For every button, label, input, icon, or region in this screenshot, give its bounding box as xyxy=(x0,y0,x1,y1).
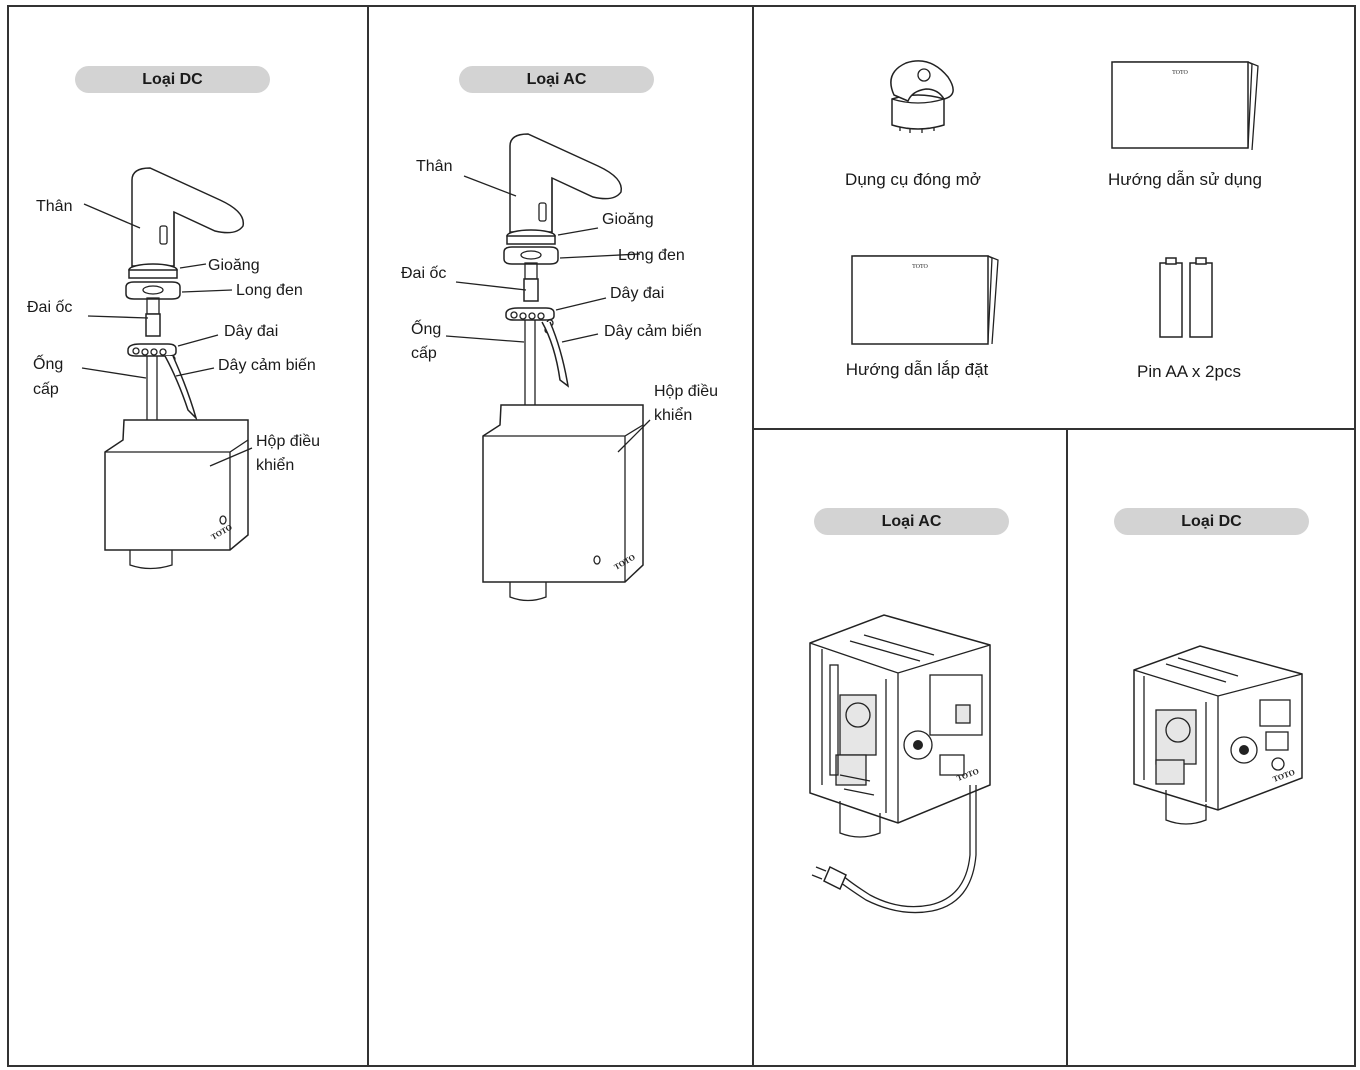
dc-label-box-1: Hộp điều xyxy=(256,433,321,450)
divider-4 xyxy=(1066,428,1068,1067)
ac-label-box-2: khiển xyxy=(654,407,693,424)
type-pill-ac: Loại AC xyxy=(459,66,654,93)
divider-1 xyxy=(367,5,369,1067)
install-manual-brand: TOTO xyxy=(912,264,928,270)
dc-label-strap: Dây đai xyxy=(224,323,279,340)
tool-icon xyxy=(890,60,954,133)
type-pill-ac-box: Loại AC xyxy=(814,508,1009,535)
tool-caption: Dụng cụ đóng mở xyxy=(845,170,981,189)
ac-label-pipe-1: Ống xyxy=(411,321,442,338)
ac-control-box-drawing: TOTO xyxy=(809,614,991,914)
outer-frame xyxy=(7,5,1356,1067)
dc-label-nut: Đai ốc xyxy=(27,299,73,316)
dc-label-pipe-1: Ống xyxy=(33,356,64,373)
battery-caption: Pin AA x 2pcs xyxy=(1137,362,1241,381)
ac-label-nut: Đai ốc xyxy=(401,265,447,282)
divider-3 xyxy=(752,428,1356,430)
ac-faucet-drawing: TOTO xyxy=(445,133,651,602)
type-pill-dc: Loại DC xyxy=(75,66,270,93)
ac-label-gasket: Gioăng xyxy=(602,211,654,228)
ac-label-strap: Dây đai xyxy=(610,285,665,302)
dc-label-gasket: Gioăng xyxy=(208,257,260,274)
dc-label-box-2: khiển xyxy=(256,457,295,474)
ac-label-washer: Long đen xyxy=(618,247,685,264)
user-manual-brand: TOTO xyxy=(1172,70,1188,76)
dc-label-sensor-cable: Dây cảm biến xyxy=(218,357,316,374)
divider-2 xyxy=(752,5,754,1067)
user-manual-icon: TOTO xyxy=(1111,61,1259,151)
install-manual-caption: Hướng dẫn lắp đặt xyxy=(845,360,989,379)
ac-label-box-1: Hộp điều xyxy=(654,383,719,400)
ac-label-pipe-2: cấp xyxy=(411,345,437,362)
install-manual-icon: TOTO xyxy=(851,255,999,345)
ac-label-body: Thân xyxy=(416,158,453,175)
dc-label-pipe-2: cấp xyxy=(33,381,59,398)
type-pill-dc-box: Loại DC xyxy=(1114,508,1309,535)
user-manual-caption: Hướng dẫn sử dụng xyxy=(1108,170,1262,189)
dc-faucet-drawing: TOTO xyxy=(81,167,253,570)
dc-control-box-drawing: TOTO xyxy=(1133,645,1303,825)
dc-label-body: Thân xyxy=(36,198,73,215)
battery-icon xyxy=(1159,257,1213,338)
ac-label-sensor-cable: Dây cảm biến xyxy=(604,323,702,340)
dc-label-washer: Long đen xyxy=(236,282,303,299)
